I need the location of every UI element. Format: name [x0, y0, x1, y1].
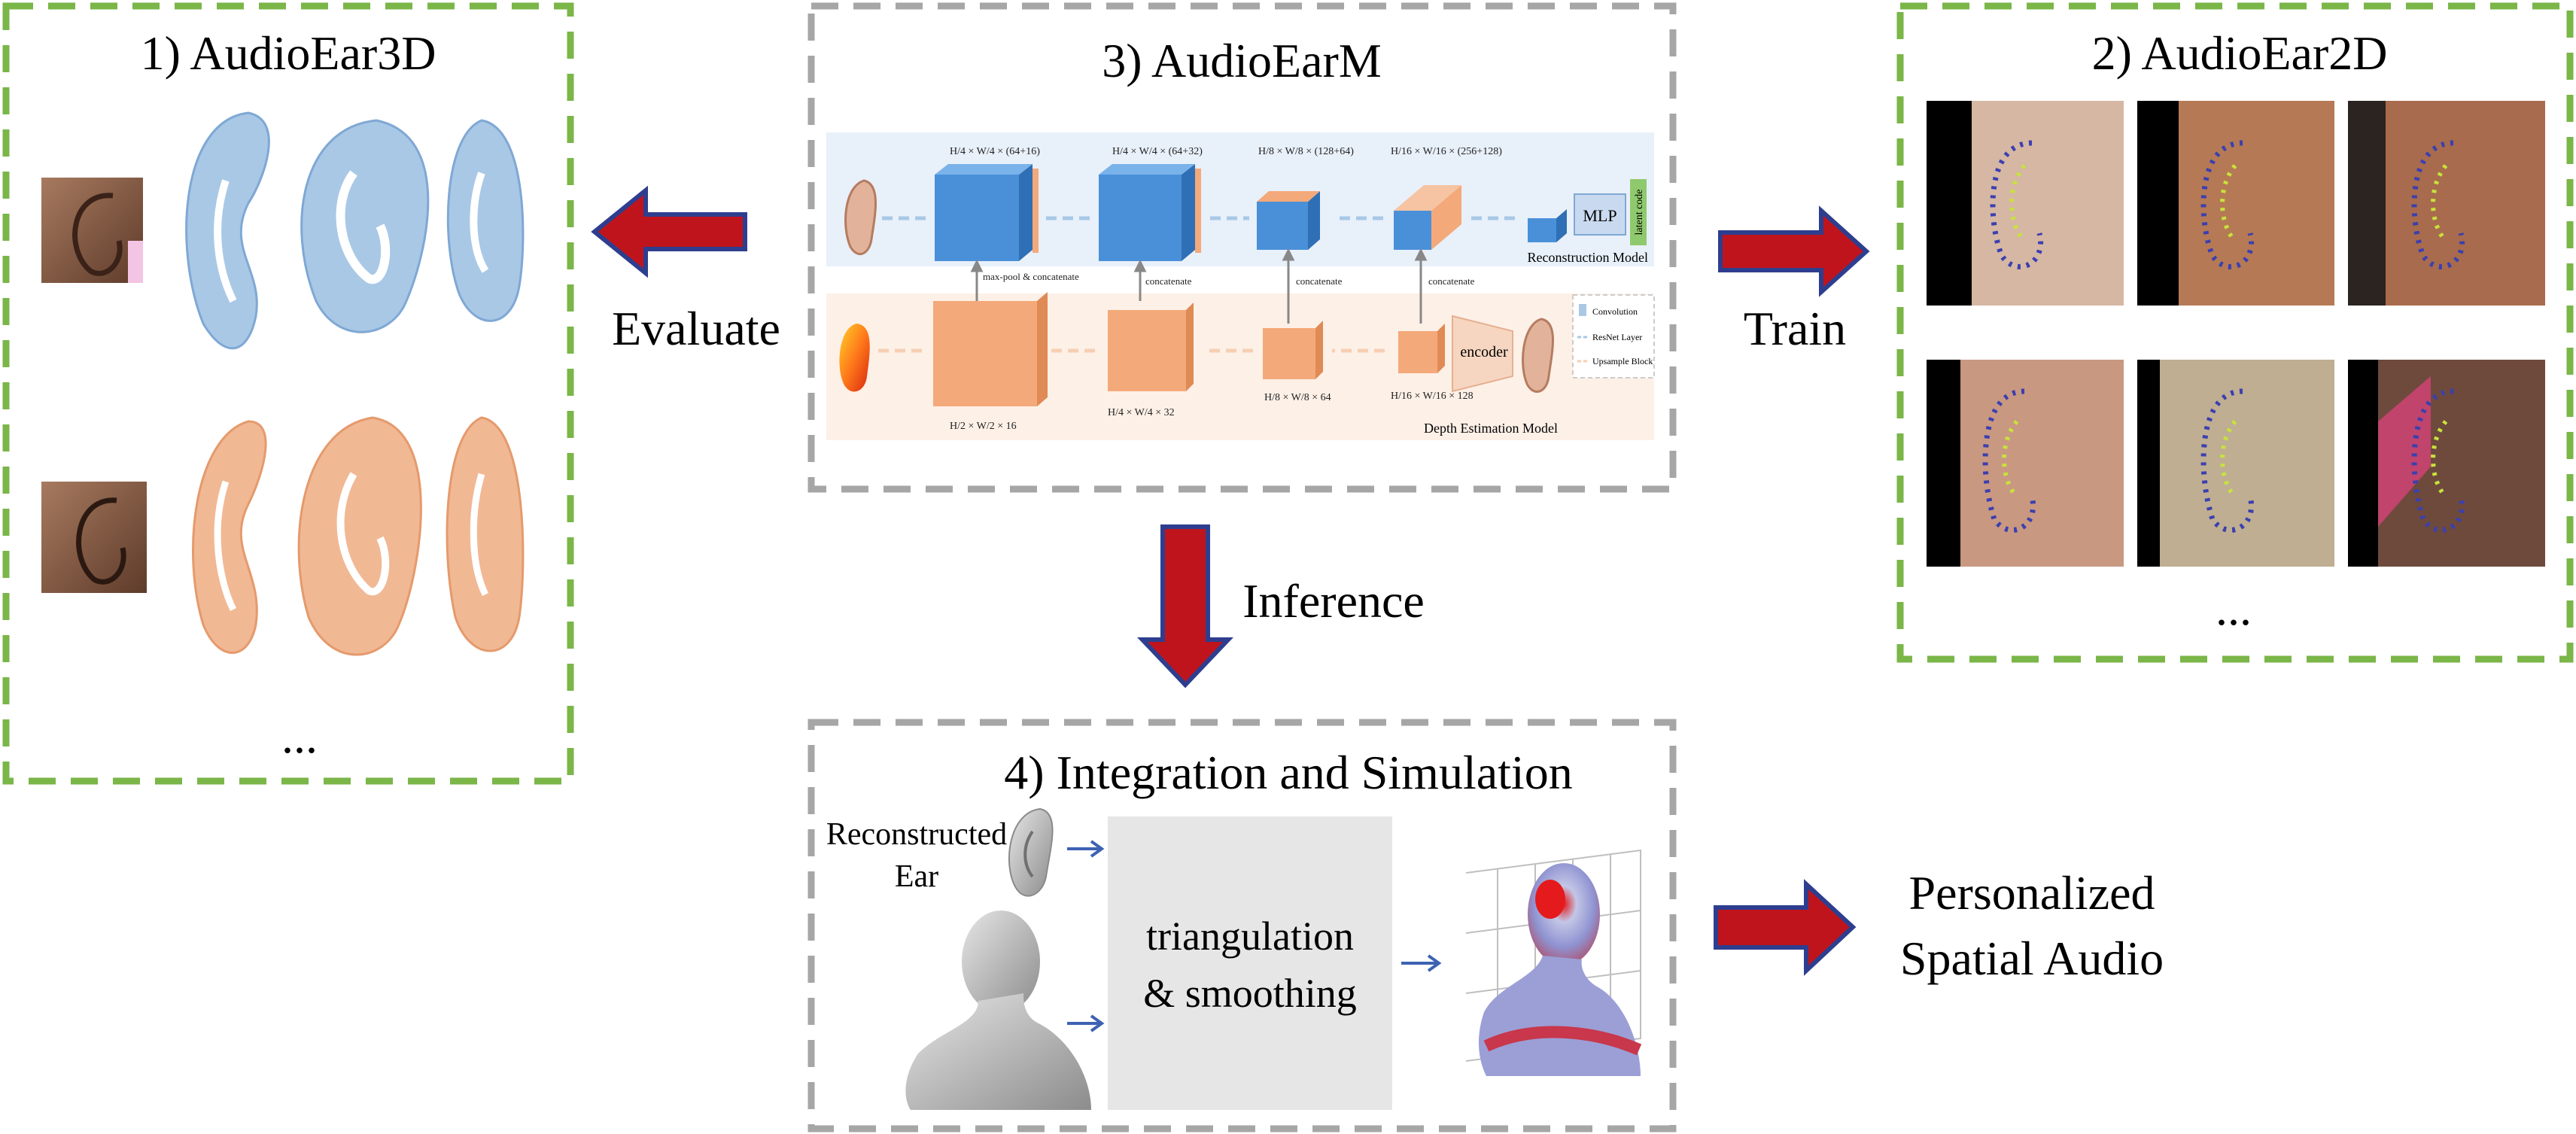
output-label-line1: Personalized [1909, 866, 2155, 920]
recon-block-5 [1528, 209, 1567, 242]
depth-block-4 [1398, 324, 1445, 373]
reconstructed-label-line1: Reconstructed [826, 817, 1007, 852]
depth-block-3 [1263, 321, 1323, 379]
output-label-line2: Spatial Audio [1900, 932, 2164, 985]
recon-block-4 [1394, 185, 1461, 250]
head-mesh [905, 911, 1091, 1110]
recon-block-1 [935, 164, 1039, 261]
recon-dim-4: H/16 × W/16 × (256+128) [1391, 146, 1502, 157]
depth-input-ear [1522, 318, 1554, 393]
reconstruction-model-label: Reconstruction Model [1528, 250, 1648, 265]
ear-scan-orange-3 [446, 416, 525, 652]
reconstructed-ear-mesh [1008, 807, 1054, 897]
annotated-photo-2 [2137, 101, 2334, 306]
recon-dim-3: H/8 × W/8 × (128+64) [1258, 146, 1354, 157]
input-ear-image [844, 179, 877, 256]
panel-audioear2d-border [1896, 2, 2574, 663]
recon-dim-1: H/4 × W/4 × (64+16) [950, 146, 1040, 157]
recon-dim-2: H/4 × W/4 × (64+32) [1112, 146, 1203, 157]
depth-dim-1: H/2 × W/2 × 16 [950, 421, 1017, 432]
connection-label-1: max-pool & concatenate [983, 271, 1079, 282]
depth-output-ear [839, 324, 870, 392]
depth-dims: H/2 × W/2 × 16 H/4 × W/4 × 32 H/8 × W/8 … [950, 391, 1474, 432]
recon-block-2 [1099, 164, 1201, 261]
panel-audioear2d-ellipsis: ... [2216, 582, 2252, 635]
panel-audioearm-title: 3) AudioEarM [1102, 34, 1382, 87]
annotated-photo-6 [2348, 360, 2545, 567]
ear-photo-1 [41, 178, 143, 283]
ear-photo-2 [41, 482, 147, 593]
ear-scan-orange-2 [297, 416, 422, 656]
depth-block-1 [933, 292, 1048, 406]
recon-dims: H/4 × W/4 × (64+16) H/4 × W/4 × (64+32) … [950, 146, 1502, 157]
legend-upsample: Upsample Block [1592, 356, 1653, 366]
panel-integration-title: 4) Integration and Simulation [1004, 746, 1572, 799]
evaluate-label: Evaluate [612, 302, 780, 355]
annotated-photo-5 [2137, 360, 2334, 567]
panel-audioear3d-border [2, 2, 574, 785]
process-label-line2: & smoothing [1143, 971, 1357, 1016]
latent-code-label: latent code [1634, 189, 1645, 235]
inference-arrow [1137, 524, 1233, 689]
recon-block-3 [1257, 191, 1320, 250]
skip-connections [970, 248, 1428, 324]
connection-label-3: concatenate [1296, 275, 1343, 287]
encoder-label: encoder [1460, 344, 1508, 360]
connection-labels: max-pool & concatenate concatenate conca… [983, 271, 1475, 287]
depth-block-2 [1108, 303, 1194, 391]
ear-scan-blue-1 [185, 111, 270, 350]
panel-audioear3d-ellipsis: ... [281, 710, 318, 763]
process-label-line1: triangulation [1146, 914, 1354, 959]
panel-audioear2d-title: 2) AudioEar2D [2092, 26, 2388, 80]
annotated-photo-1 [1927, 101, 2124, 306]
evaluate-arrow [591, 185, 747, 278]
ear-scan-blue-2 [300, 119, 430, 333]
ear-scan-blue-3 [446, 119, 525, 322]
connection-label-2: concatenate [1145, 275, 1192, 287]
ear-scan-orange-1 [192, 420, 267, 654]
reconstructed-label-line2: Ear [895, 859, 938, 894]
panel-integration-border [807, 719, 1677, 1132]
panel-audioear3d-title: 1) AudioEar3D [141, 26, 436, 80]
mlp-box: MLP [1574, 193, 1626, 236]
panel-audioearm-border [807, 2, 1677, 493]
depth-dim-2: H/4 × W/4 × 32 [1108, 407, 1175, 418]
connection-label-4: concatenate [1428, 275, 1475, 287]
depth-dim-4: H/16 × W/16 × 128 [1391, 391, 1474, 402]
legend-convolution: Convolution [1592, 306, 1638, 317]
latent-code-box: latent code [1630, 179, 1647, 245]
output-arrow [1714, 879, 1857, 976]
annotated-photo-3 [2348, 101, 2545, 306]
mlp-label: MLP [1583, 206, 1616, 225]
legend-resnet: ResNet Layer [1592, 332, 1642, 342]
depth-model-label: Depth Estimation Model [1424, 421, 1558, 436]
acoustic-simulation-mesh [1465, 849, 1642, 1076]
inference-label: Inference [1242, 574, 1425, 628]
architecture-legend: Convolution ResNet Layer Upsample Block [1572, 294, 1655, 379]
annotated-photo-4 [1927, 360, 2124, 567]
encoder-box: encoder [1452, 315, 1513, 393]
train-arrow [1718, 205, 1870, 297]
train-label: Train [1744, 302, 1846, 355]
depth-dim-3: H/8 × W/8 × 64 [1264, 392, 1331, 403]
merge-arrows [1067, 840, 1442, 1032]
triangulation-process-box: triangulation & smoothing [1108, 816, 1392, 1110]
